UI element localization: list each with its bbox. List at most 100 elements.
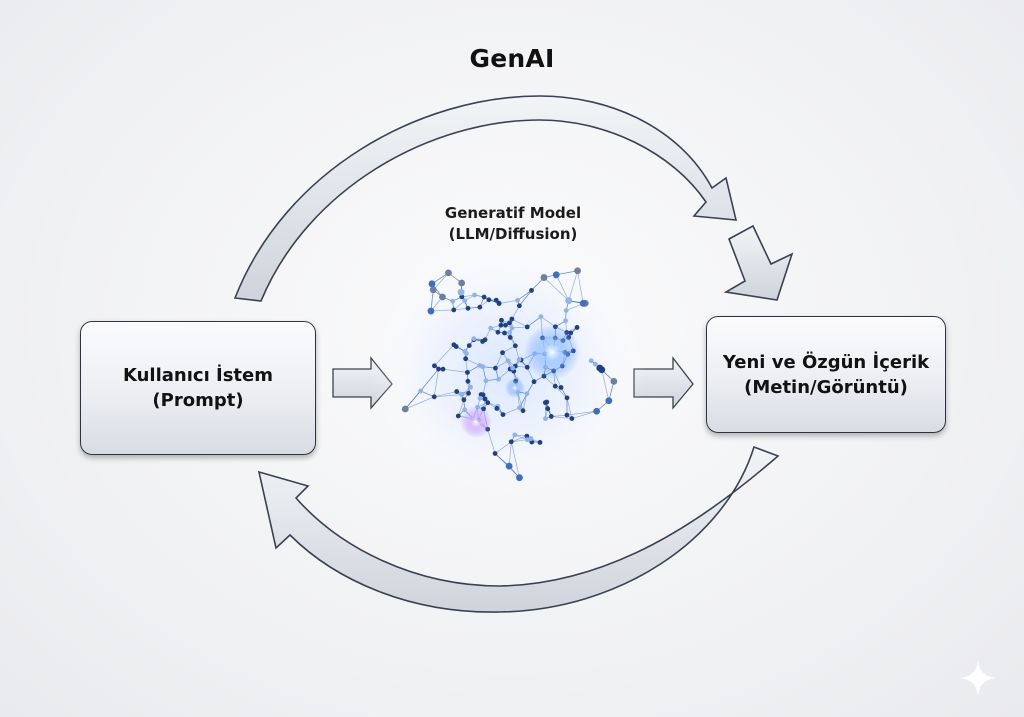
- network-node: [477, 304, 483, 310]
- network-node: [465, 378, 471, 384]
- network-node: [505, 358, 511, 364]
- network-node: [468, 384, 473, 390]
- network-node: [418, 388, 424, 394]
- neural-network-icon: [368, 240, 648, 496]
- network-node: [461, 397, 467, 403]
- network-node: [524, 433, 530, 439]
- network-node: [552, 383, 558, 389]
- network-node: [465, 369, 470, 375]
- network-edge: [519, 393, 528, 408]
- network-edge: [495, 352, 503, 369]
- network-node: [459, 392, 465, 397]
- network-node: [528, 436, 534, 442]
- network-node: [563, 318, 568, 324]
- network-node: [544, 399, 550, 405]
- network-node: [458, 279, 466, 287]
- network-node: [524, 324, 530, 330]
- network-node: [509, 316, 515, 322]
- network-node: [592, 361, 598, 367]
- network-edge: [482, 380, 487, 395]
- network-edge: [577, 270, 584, 304]
- network-edge: [430, 309, 454, 312]
- bottom-curved-arrow: [257, 445, 780, 613]
- prompt-box-subtitle: (Prompt): [152, 390, 244, 411]
- network-node: [455, 413, 461, 419]
- network-node: [431, 394, 437, 400]
- network-edge: [433, 369, 439, 397]
- network-node: [524, 391, 530, 397]
- network-node: [496, 376, 501, 382]
- network-node: [486, 297, 492, 303]
- network-node: [401, 405, 409, 413]
- network-edge: [566, 410, 597, 416]
- network-node: [498, 322, 504, 328]
- network-node: [472, 292, 477, 298]
- network-edge: [511, 326, 528, 329]
- network-node: [451, 342, 457, 348]
- network-node: [462, 298, 468, 304]
- network-node: [507, 335, 513, 340]
- network-node: [510, 365, 516, 371]
- network-edge: [457, 399, 465, 417]
- output-box-title: Yeni ve Özgün İçerik: [722, 351, 930, 373]
- network-node: [516, 303, 522, 309]
- network-node: [454, 389, 460, 394]
- model-name: Generatif Model: [444, 204, 582, 222]
- network-node: [512, 432, 518, 438]
- network-node: [548, 414, 554, 419]
- network-edge: [434, 344, 455, 367]
- network-node: [517, 405, 522, 411]
- output-box-subtitle: (Metin/Görüntü): [744, 376, 908, 398]
- glow-flare: [524, 324, 580, 380]
- network-edge: [465, 358, 480, 366]
- network-node: [540, 274, 548, 281]
- network-edge: [509, 332, 516, 346]
- network-node: [499, 317, 504, 323]
- network-edge: [511, 435, 527, 443]
- network-edge: [526, 367, 535, 382]
- network-node: [492, 451, 498, 456]
- network-node: [485, 400, 491, 406]
- network-node: [505, 462, 513, 470]
- network-node: [488, 325, 494, 331]
- network-node: [598, 366, 606, 374]
- network-edge: [527, 316, 542, 328]
- network-node: [512, 343, 518, 349]
- network-edge: [495, 360, 509, 369]
- top-curved-arrow: [233, 95, 738, 302]
- network-edge: [566, 397, 573, 419]
- network-node: [529, 288, 534, 293]
- network-edge: [502, 407, 520, 415]
- network-node: [558, 385, 564, 390]
- network-edge: [519, 290, 532, 306]
- network-edge: [511, 305, 520, 320]
- network-node: [531, 379, 537, 385]
- network-node: [516, 357, 522, 362]
- network-edge: [517, 290, 532, 301]
- network-node: [495, 329, 501, 335]
- network-node: [507, 320, 512, 326]
- network-node: [483, 378, 489, 384]
- network-edge: [430, 289, 434, 312]
- network-node: [579, 299, 587, 307]
- network-node: [480, 364, 486, 370]
- network-edge: [568, 270, 578, 301]
- network-node: [538, 314, 544, 319]
- network-node: [445, 269, 452, 277]
- network-node: [537, 440, 543, 445]
- network-node: [482, 396, 488, 402]
- output-box: Yeni ve Özgün İçerik (Metin/Görüntü): [706, 316, 946, 433]
- network-edge: [556, 270, 578, 276]
- network-node: [451, 307, 457, 313]
- network-edge: [510, 441, 520, 478]
- network-node: [507, 330, 513, 335]
- network-node: [432, 363, 437, 369]
- diagram-title: GenAI: [469, 44, 555, 73]
- network-node: [466, 390, 471, 396]
- model-type: (LLM/Diffusion): [448, 225, 578, 243]
- network-edge: [554, 385, 568, 399]
- network-node: [569, 416, 575, 421]
- network-node: [515, 297, 521, 303]
- network-node: [463, 356, 469, 362]
